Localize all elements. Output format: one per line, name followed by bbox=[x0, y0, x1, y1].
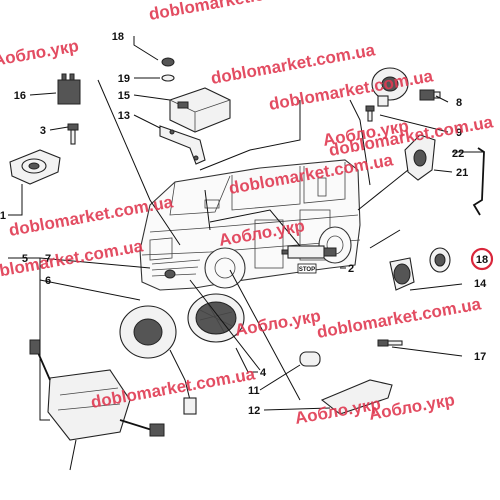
callout-15: 15 bbox=[118, 90, 130, 102]
callout-19: 18 bbox=[112, 31, 124, 43]
callout-2: 2 bbox=[348, 263, 354, 275]
part-12-screw bbox=[365, 105, 375, 122]
leader-lines bbox=[8, 36, 484, 421]
callout-22: 22 bbox=[452, 148, 464, 160]
callout-12: 9 bbox=[456, 127, 462, 139]
part-17-screw bbox=[377, 339, 403, 347]
part-8-bulb bbox=[299, 351, 321, 367]
callout-7: 7 bbox=[45, 253, 51, 265]
callout-14: 14 bbox=[474, 278, 487, 290]
part-9-side-marker bbox=[320, 379, 393, 415]
part-15-control-unit bbox=[169, 87, 231, 133]
callout-16: 16 bbox=[14, 90, 26, 102]
part-16-relay-module bbox=[57, 73, 81, 105]
part-22-rod bbox=[472, 147, 485, 216]
callout-18: 18 bbox=[476, 254, 488, 266]
part-6-clock-spring bbox=[119, 305, 197, 415]
watermark: doblomarket.com.ua bbox=[89, 364, 257, 412]
callout-18-highlight[interactable]: 18 bbox=[470, 247, 494, 271]
callout-1: 1 bbox=[0, 210, 6, 222]
part-14-lamp-holder bbox=[389, 257, 415, 291]
callout-3: 3 bbox=[40, 125, 46, 137]
callout-5: 5 bbox=[22, 253, 28, 265]
part-1-horn bbox=[9, 149, 61, 185]
part-18-bulb-cap bbox=[429, 247, 451, 273]
part-19-cap bbox=[161, 57, 175, 67]
part-20-ring bbox=[161, 74, 175, 82]
callout-21: 21 bbox=[456, 167, 468, 179]
callout-8: 11 bbox=[248, 385, 260, 397]
watermark: Аобло.укр bbox=[233, 306, 322, 340]
stop-label: STOP bbox=[299, 267, 315, 273]
part-sensor-round bbox=[371, 67, 409, 107]
callout-13: 13 bbox=[118, 110, 130, 122]
callout-6: 6 bbox=[45, 275, 51, 287]
watermark: doblomarket.com.ua bbox=[147, 0, 315, 24]
part-2-stop-switch: STOP bbox=[281, 245, 337, 274]
callout-4: 4 bbox=[260, 367, 267, 379]
part-5-combination-switch bbox=[29, 339, 165, 471]
callout-20: 19 bbox=[118, 73, 130, 85]
callout-17: 17 bbox=[474, 351, 486, 363]
callout-9: 12 bbox=[248, 405, 260, 417]
part-3-bolt bbox=[67, 123, 79, 145]
part-11-connector bbox=[419, 89, 441, 101]
callout-11: 8 bbox=[456, 97, 462, 109]
part-21-lock-switch bbox=[404, 134, 436, 181]
watermark: doblomarket.com.ua bbox=[315, 294, 483, 342]
callout-labels: 18 19 15 13 16 3 1 8 9 22 21 2 14 17 5 7… bbox=[0, 31, 487, 417]
watermark: doblomarket.com.ua bbox=[0, 236, 145, 284]
watermark: Аобло.укр bbox=[0, 36, 80, 70]
part-13-bracket bbox=[159, 125, 206, 165]
part-7-bolt bbox=[164, 269, 176, 279]
